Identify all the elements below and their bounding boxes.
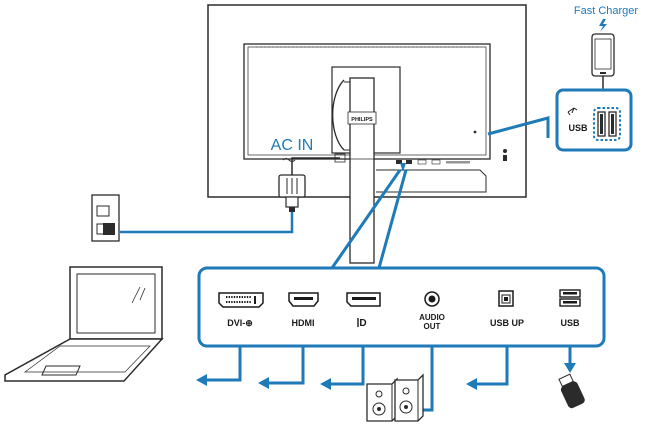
audio-jack-icon	[424, 291, 440, 307]
laptop-icon	[4, 266, 164, 382]
port-label-audio: AUDIO	[419, 313, 445, 322]
power-cable	[120, 212, 294, 234]
port-label-audio-line2: OUT	[424, 322, 441, 331]
side-usb-callout: USB	[487, 88, 633, 152]
speakers-icon	[366, 373, 424, 422]
port-label-usb: USB	[560, 318, 580, 328]
power-plug-icon	[278, 174, 306, 212]
ports-callout: DVI-⊕ HDMI D AUDIO OUT USB UP	[197, 163, 606, 348]
displayport-icon	[346, 292, 381, 307]
bolt-icon	[599, 19, 607, 32]
port-label-dvi: DVI-⊕	[227, 318, 253, 328]
monitor-rear: PHILIPS	[207, 4, 527, 264]
usb-flash-drive-icon	[558, 373, 585, 409]
side-usb-label: USB	[568, 123, 588, 133]
brand-logo: PHILIPS	[351, 117, 373, 123]
port-label-dp: D	[359, 318, 366, 329]
dvi-port-icon	[218, 292, 264, 308]
ports-panel	[197, 266, 606, 348]
usb-a-port-icon	[559, 289, 581, 307]
smartphone-icon	[591, 33, 615, 77]
wall-outlet-icon	[91, 194, 120, 242]
ac-in-label: AC IN	[271, 137, 314, 154]
cable-arrowheads	[196, 363, 576, 390]
usb-b-port-icon	[498, 290, 514, 307]
usb-charge-icon	[567, 107, 578, 116]
port-label-usbup: USB UP	[490, 318, 524, 328]
fast-charger-label: Fast Charger	[574, 5, 639, 17]
hdmi-port-icon	[288, 292, 319, 307]
output-cables	[206, 346, 572, 412]
port-label-hdmi: HDMI	[292, 318, 315, 328]
